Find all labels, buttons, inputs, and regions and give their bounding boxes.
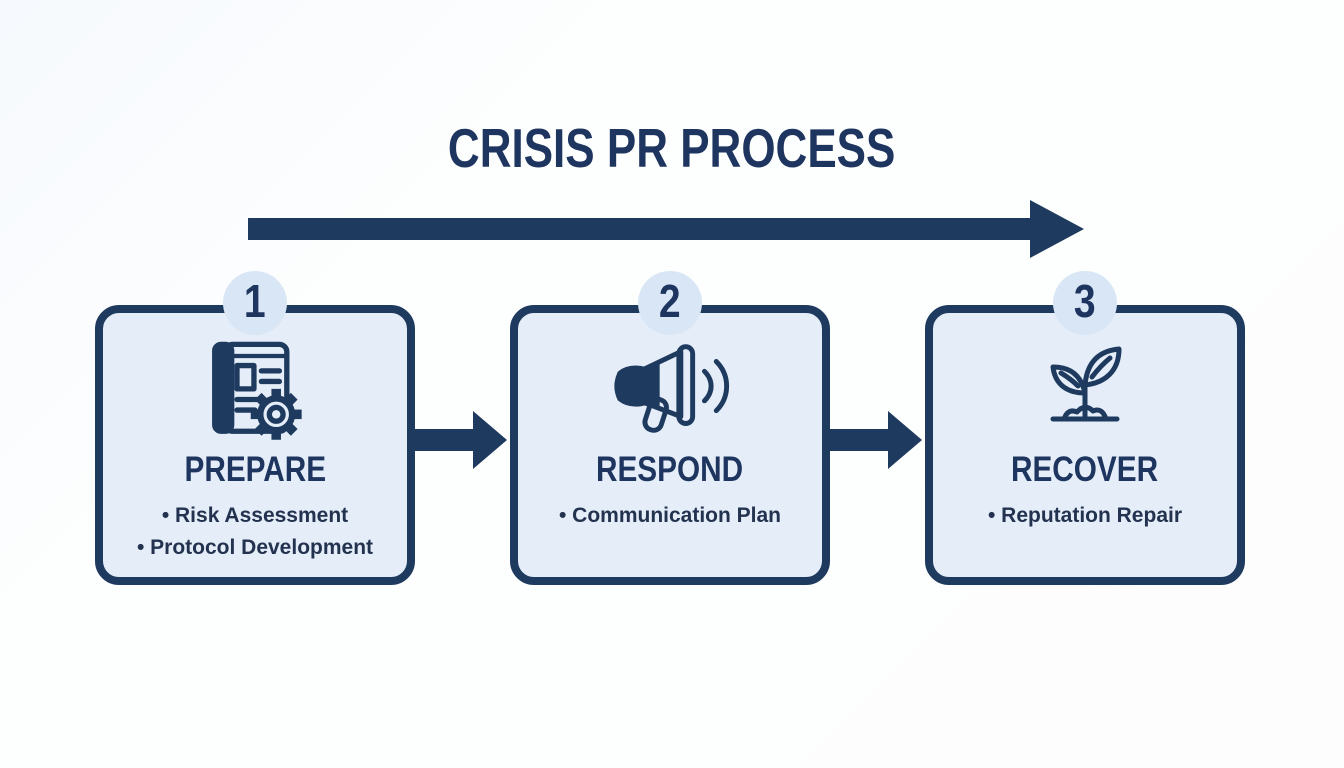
book-gear-icon bbox=[202, 335, 308, 447]
step-3-number: 3 bbox=[1074, 275, 1096, 327]
step-2-bullets: Communication Plan bbox=[559, 500, 781, 532]
step-card-recover: 3 RECOVER Reputat bbox=[925, 271, 1245, 585]
connector-arrow-2 bbox=[828, 411, 922, 469]
process-flow-arrow bbox=[248, 200, 1084, 258]
step-1-title: PREPARE bbox=[184, 450, 326, 489]
diagram-title-text: CRISIS PR PROCESS bbox=[448, 117, 896, 179]
connector-arrow-1 bbox=[413, 411, 507, 469]
step-bullet: Communication Plan bbox=[559, 500, 781, 532]
megaphone-icon bbox=[606, 335, 734, 447]
step-2-badge: 2 bbox=[638, 271, 702, 335]
step-bullet: Reputation Repair bbox=[988, 500, 1182, 532]
step-card-prepare: 1 bbox=[95, 271, 415, 585]
step-1-number: 1 bbox=[244, 275, 266, 327]
step-2-title: RESPOND bbox=[596, 450, 744, 489]
step-3-badge: 3 bbox=[1053, 271, 1117, 335]
step-card-respond: 2 RESPOND Communi bbox=[510, 271, 830, 585]
diagram-title: CRISIS PR PROCESS bbox=[0, 116, 1344, 180]
step-2-number: 2 bbox=[659, 275, 681, 327]
step-bullet: Risk Assessment bbox=[137, 500, 373, 532]
sprout-icon bbox=[1035, 335, 1135, 447]
step-3-title: RECOVER bbox=[1011, 450, 1159, 489]
step-1-badge: 1 bbox=[223, 271, 287, 335]
step-bullet: Protocol Development bbox=[137, 532, 373, 564]
step-3-bullets: Reputation Repair bbox=[988, 500, 1182, 532]
step-1-bullets: Risk Assessment Protocol Development bbox=[137, 500, 373, 564]
